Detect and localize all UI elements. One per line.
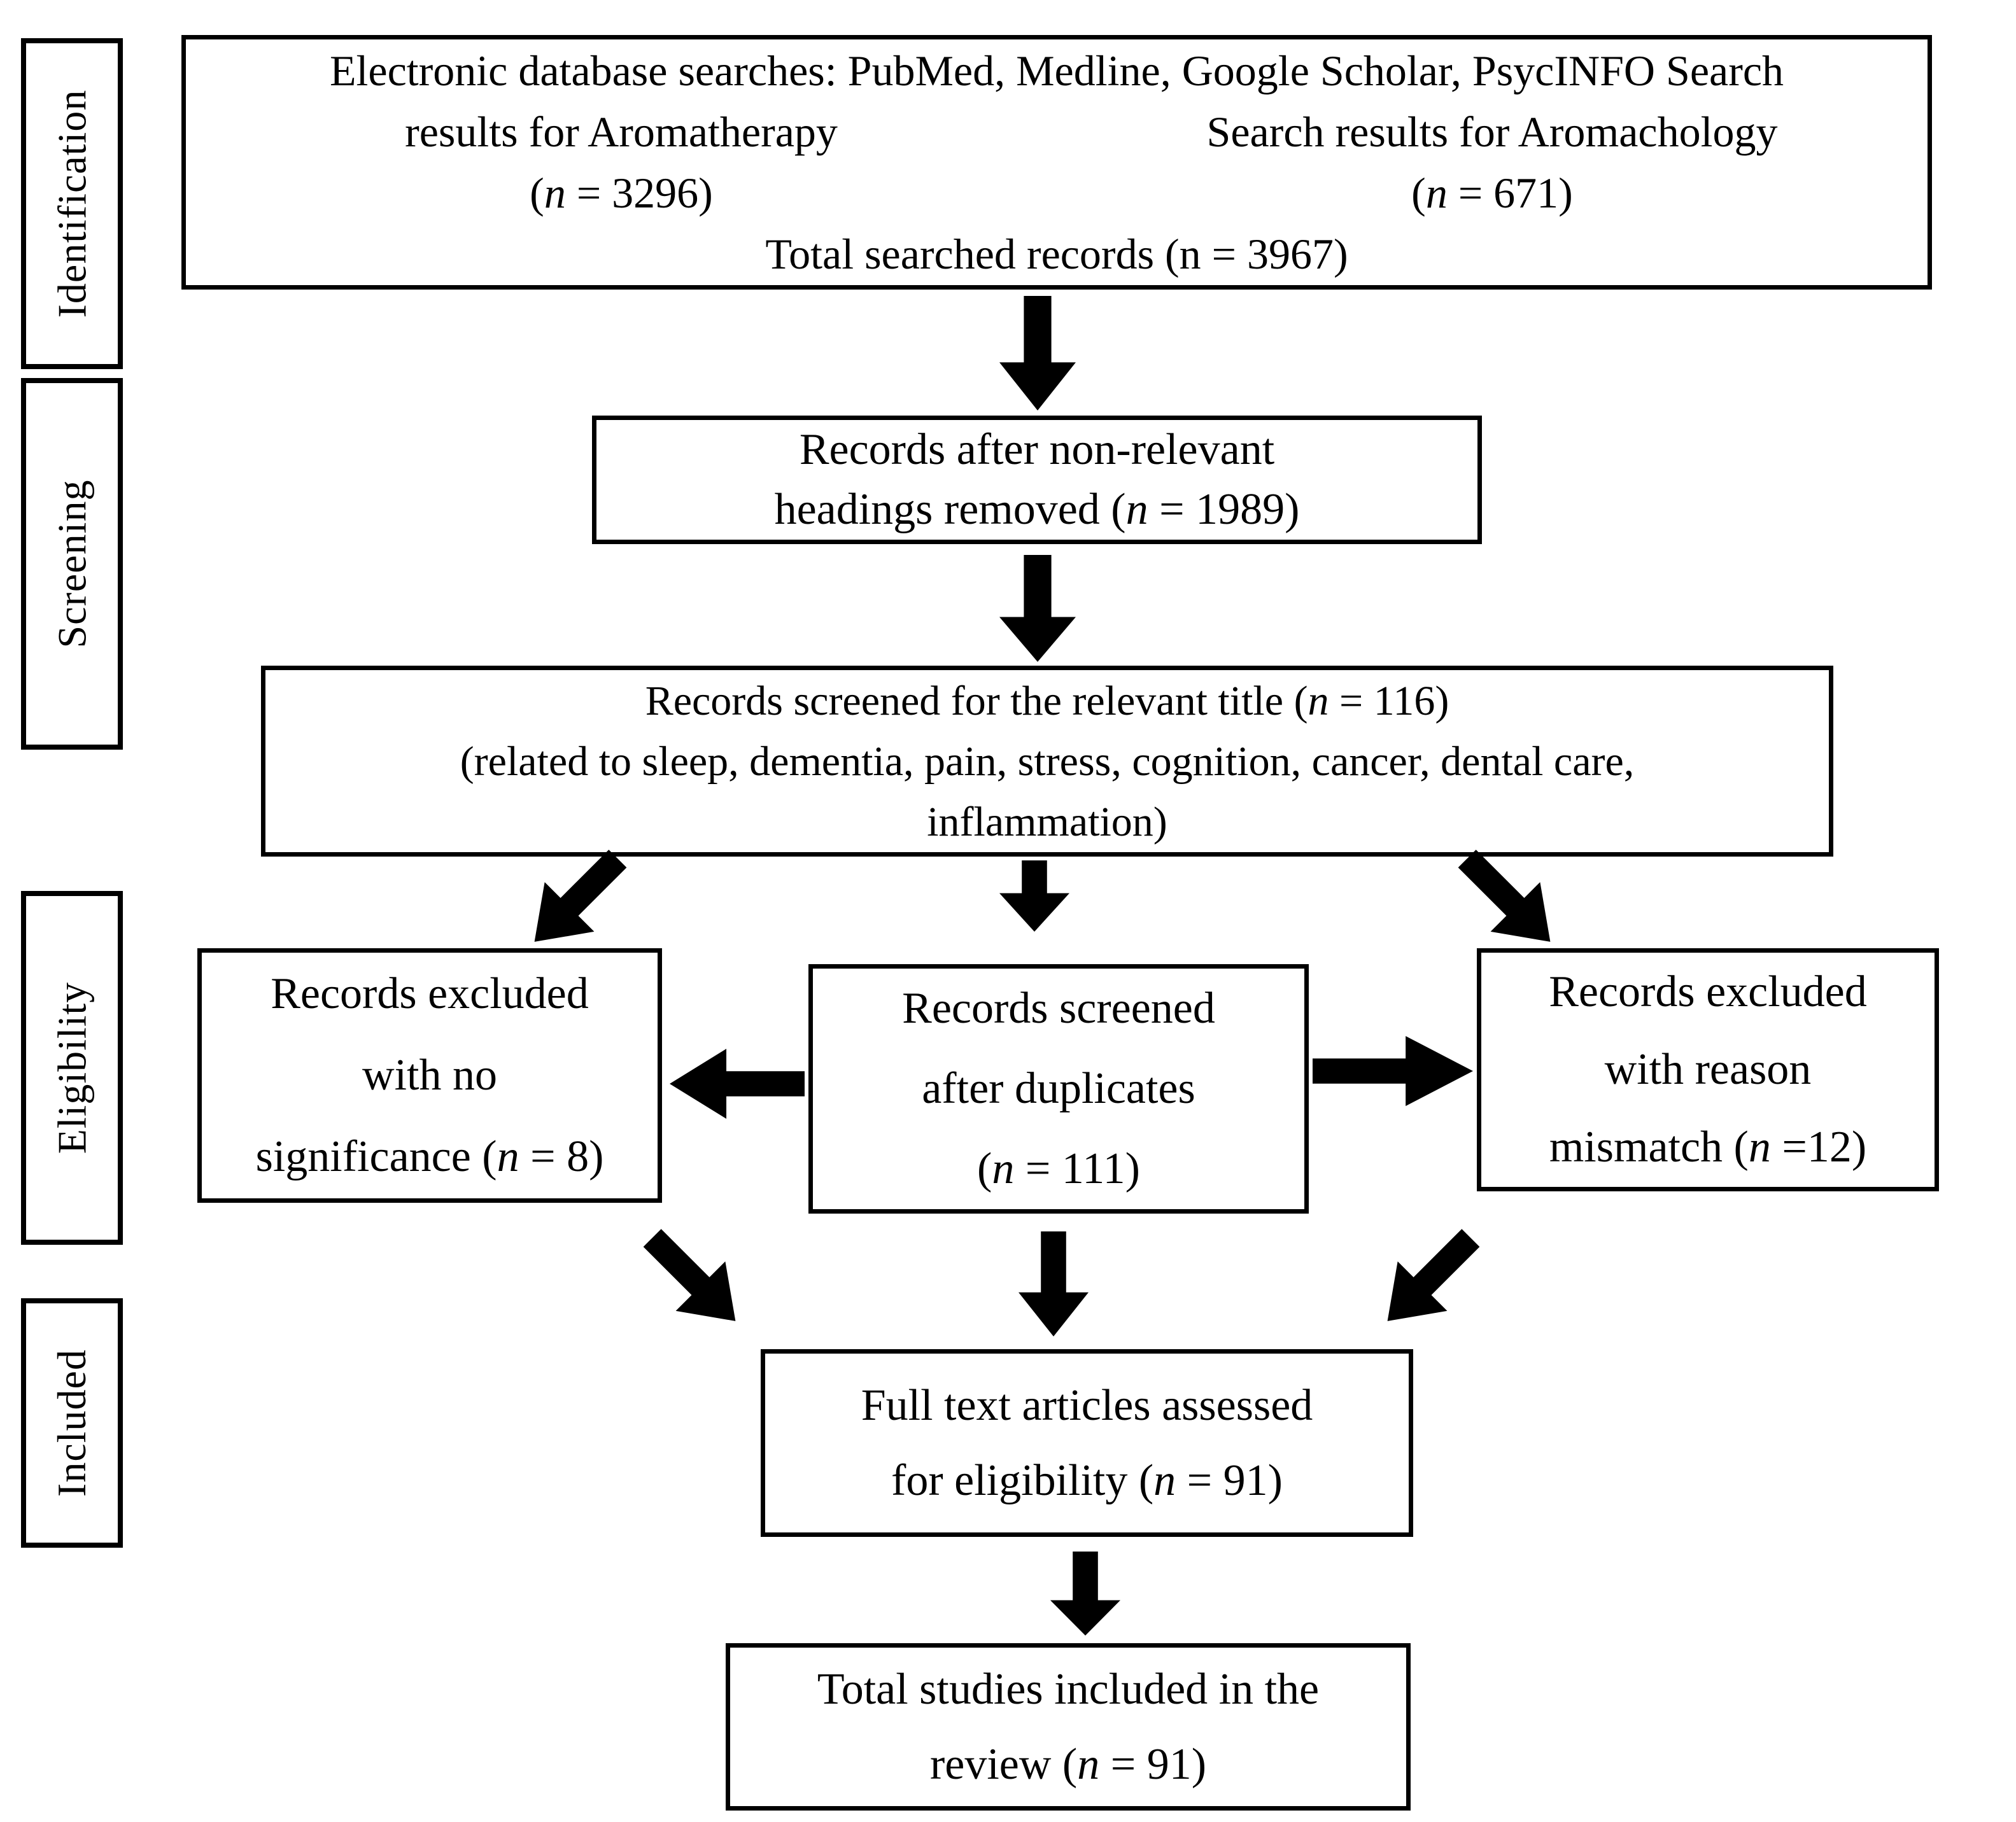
stage-label-screening: Screening — [49, 479, 94, 648]
mismatch-line2: with reason — [1604, 1045, 1812, 1094]
box-database-search: Electronic database searches: PubMed, Me… — [181, 35, 1932, 290]
stage-box-identification: Identification — [21, 38, 123, 369]
arrow-titlescreen-to-duplicates — [999, 860, 1069, 932]
after-duplicates-line2: after duplicates — [922, 1064, 1195, 1113]
arrow-headings-to-titlescreen — [999, 555, 1076, 662]
box-headings-removed: Records after non-relevant headings remo… — [592, 416, 1482, 544]
stage-label-included: Included — [49, 1349, 94, 1497]
stage-label-eligibility: Eligibility — [49, 981, 94, 1154]
aromatherapy-label: results for Aromatherapy — [405, 108, 838, 156]
box-fulltext-assessed: Full text articles assessed for eligibil… — [761, 1349, 1413, 1537]
fulltext-line1: Full text articles assessed — [861, 1380, 1313, 1430]
arrow-search-to-headings — [999, 296, 1076, 410]
stage-box-eligibility: Eligibility — [21, 891, 123, 1245]
title-screened-line3: inflammation) — [927, 798, 1167, 845]
arrow-nosignificance-to-fulltext — [628, 1213, 761, 1346]
search-source-counts: (n = 3296) (n = 671) — [186, 162, 1928, 223]
aromachology-count: (n = 671) — [1411, 169, 1573, 217]
total-included-line1: Total studies included in the — [817, 1664, 1320, 1714]
box-total-included: Total studies included in the review (n … — [726, 1643, 1411, 1811]
box-excluded-no-significance: Records excluded with no significance (n… — [197, 948, 662, 1203]
search-source-labels: results for Aromatherapy Search results … — [186, 101, 1928, 162]
headings-removed-line1: Records after non-relevant — [799, 425, 1275, 474]
after-duplicates-line1: Records screened — [902, 984, 1215, 1033]
stage-box-screening: Screening — [21, 378, 123, 750]
title-screened-line2: (related to sleep, dementia, pain, stres… — [460, 738, 1635, 785]
title-screened-line1: Records screened for the relevant title … — [645, 677, 1449, 724]
headings-removed-line2: headings removed (n = 1989) — [774, 485, 1300, 534]
search-total-line: Total searched records (n = 3967) — [765, 230, 1348, 278]
stage-box-included: Included — [21, 1298, 123, 1548]
stage-label-identification: Identification — [49, 89, 94, 318]
arrow-mismatch-to-fulltext — [1363, 1213, 1496, 1346]
box-excluded-reason-mismatch: Records excluded with reason mismatch (n… — [1477, 948, 1939, 1191]
after-duplicates-line3: (n = 111) — [977, 1144, 1140, 1193]
arrow-duplicates-to-nosignificance — [670, 1049, 805, 1119]
arrow-fulltext-to-included — [1050, 1552, 1120, 1636]
mismatch-line3: mismatch (n =12) — [1549, 1123, 1867, 1172]
arrow-duplicates-to-mismatch — [1313, 1036, 1473, 1106]
no-significance-line1: Records excluded — [271, 969, 589, 1018]
no-significance-line3: significance (n = 8) — [255, 1132, 604, 1181]
fulltext-line2: for eligibility (n = 91) — [891, 1455, 1283, 1505]
arrow-duplicates-to-fulltext — [1019, 1231, 1089, 1336]
mismatch-line1: Records excluded — [1549, 967, 1867, 1016]
search-summary-line: Electronic database searches: PubMed, Me… — [329, 46, 1784, 95]
box-screened-after-duplicates: Records screened after duplicates (n = 1… — [808, 964, 1309, 1214]
box-title-screened: Records screened for the relevant title … — [261, 666, 1833, 857]
aromatherapy-count: (n = 3296) — [530, 169, 713, 217]
total-included-line2: review (n = 91) — [929, 1739, 1207, 1789]
no-significance-line2: with no — [362, 1051, 497, 1100]
aromachology-label: Search results for Aromachology — [1206, 108, 1778, 156]
